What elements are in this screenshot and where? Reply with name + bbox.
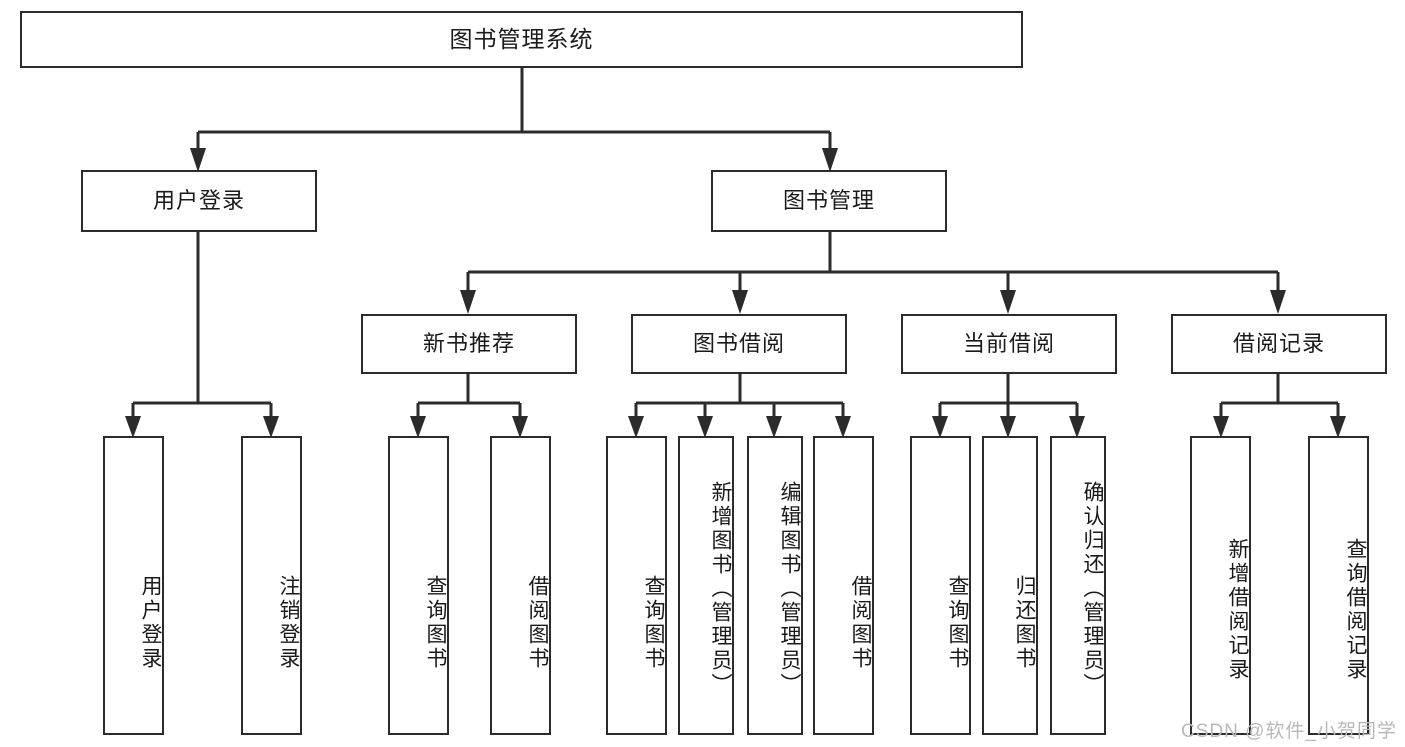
node-borrow-records[interactable]: 借阅记录 [1171,314,1387,374]
leaf-current-borrow-confirm[interactable]: 确认归还（管理员） [1050,436,1106,735]
leaf-user-login-signout[interactable]: 注销登录 [241,436,302,735]
leaf-current-borrow-query[interactable]: 查询图书 [910,436,971,735]
node-user-login[interactable]: 用户登录 [81,170,317,232]
leaf-user-login-signin[interactable]: 用户登录 [103,436,164,735]
node-book-borrow[interactable]: 图书借阅 [631,314,847,374]
leaf-book-borrow-add[interactable]: 新增图书（管理员） [678,436,734,735]
leaf-book-borrow-edit[interactable]: 编辑图书（管理员） [747,436,803,735]
watermark: CSDN @软件_小贺同学 [1181,721,1397,742]
leaf-borrow-records-query[interactable]: 查询借阅记录 [1308,436,1369,735]
leaf-book-borrow-query[interactable]: 查询图书 [606,436,667,735]
node-current-borrow[interactable]: 当前借阅 [901,314,1117,374]
leaf-new-book-query[interactable]: 查询图书 [388,436,449,735]
node-root-system[interactable]: 图书管理系统 [20,11,1023,68]
leaf-current-borrow-return[interactable]: 归还图书 [982,436,1038,735]
node-new-book-recommend[interactable]: 新书推荐 [361,314,577,374]
leaf-book-borrow-lend[interactable]: 借阅图书 [813,436,874,735]
leaf-borrow-records-add[interactable]: 新增借阅记录 [1190,436,1251,735]
leaf-new-book-borrow[interactable]: 借阅图书 [490,436,551,735]
node-book-management[interactable]: 图书管理 [711,170,947,232]
